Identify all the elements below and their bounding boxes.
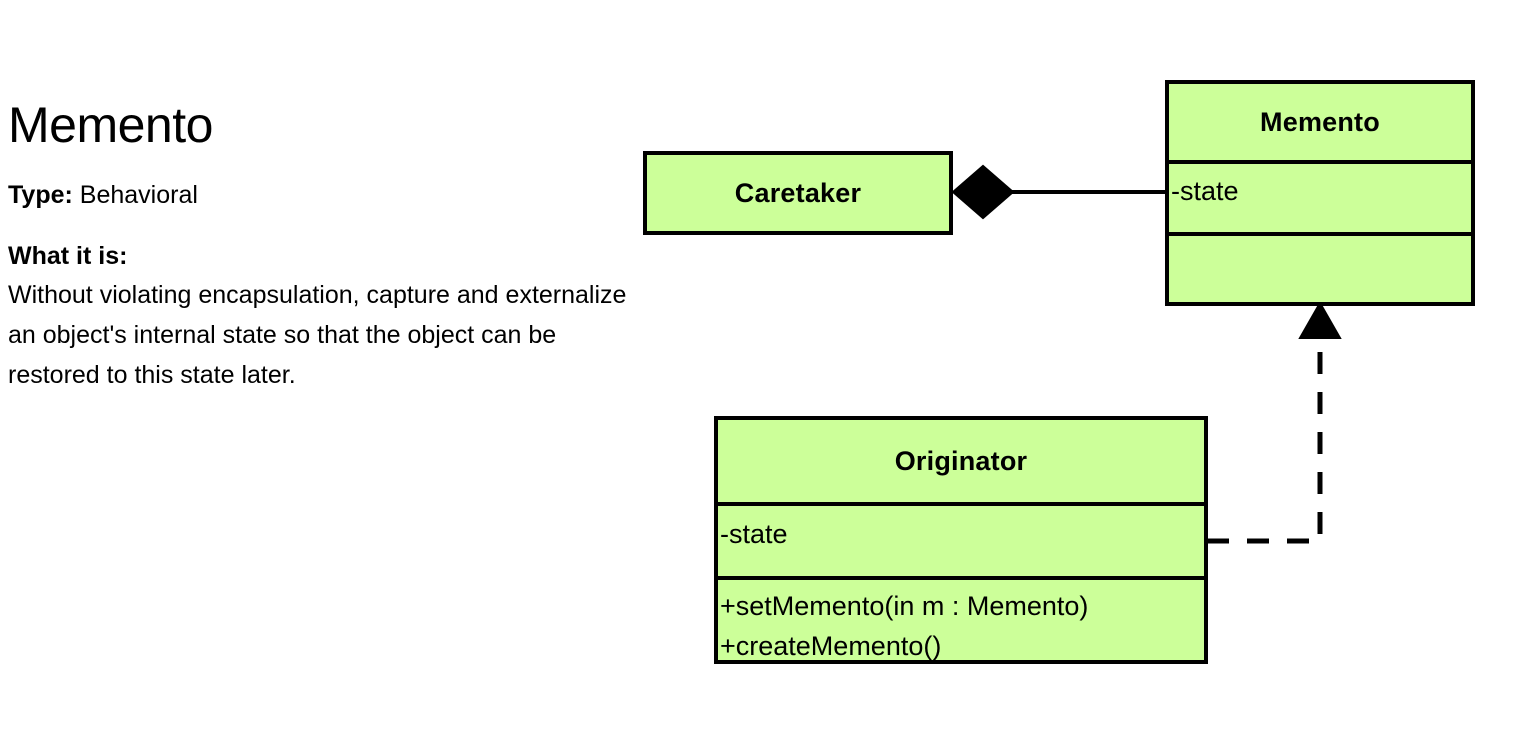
page-title: Memento (8, 97, 213, 153)
class-title-compartment: Originator (718, 420, 1204, 502)
class-operation: +createMemento() (720, 631, 942, 661)
relationship-composition-caretaker-memento (951, 164, 1165, 220)
uml-class-caretaker[interactable]: Caretaker (643, 151, 953, 235)
class-name-label: Memento (1260, 106, 1380, 137)
filled-diamond-icon (951, 164, 1015, 220)
pattern-info-panel: Memento Type: Behavioral What it is: Wit… (8, 96, 633, 395)
dependency-dashed-line (1207, 330, 1323, 544)
uml-class-originator[interactable]: Originator -state +setMemento(in m : Mem… (714, 416, 1208, 664)
pattern-type-label: Type: (8, 181, 73, 209)
what-it-is-heading: What it is: (8, 242, 128, 270)
relationship-dependency-originator-memento (1207, 300, 1342, 544)
filled-arrowhead-icon (1298, 300, 1342, 339)
class-operations-compartment: +setMemento(in m : Memento) +createMemen… (718, 576, 1204, 664)
class-attribute: -state (720, 519, 788, 549)
pattern-type-value: Behavioral (79, 181, 198, 209)
class-name-label: Originator (894, 445, 1028, 476)
uml-class-memento[interactable]: Memento -state (1165, 80, 1475, 306)
class-title-compartment: Memento (1169, 84, 1471, 160)
class-attributes-compartment: -state (1169, 160, 1471, 232)
class-name-label: Caretaker (734, 177, 862, 208)
class-attributes-compartment: -state (718, 502, 1204, 576)
class-operations-compartment (1169, 232, 1471, 302)
what-it-is-description: Without violating encapsulation, capture… (8, 281, 627, 389)
class-title-compartment: Caretaker (647, 155, 949, 231)
class-operation: +setMemento(in m : Memento) (720, 591, 1089, 621)
class-attribute: -state (1171, 176, 1239, 206)
pattern-type-line: Type: Behavioral (8, 178, 633, 212)
